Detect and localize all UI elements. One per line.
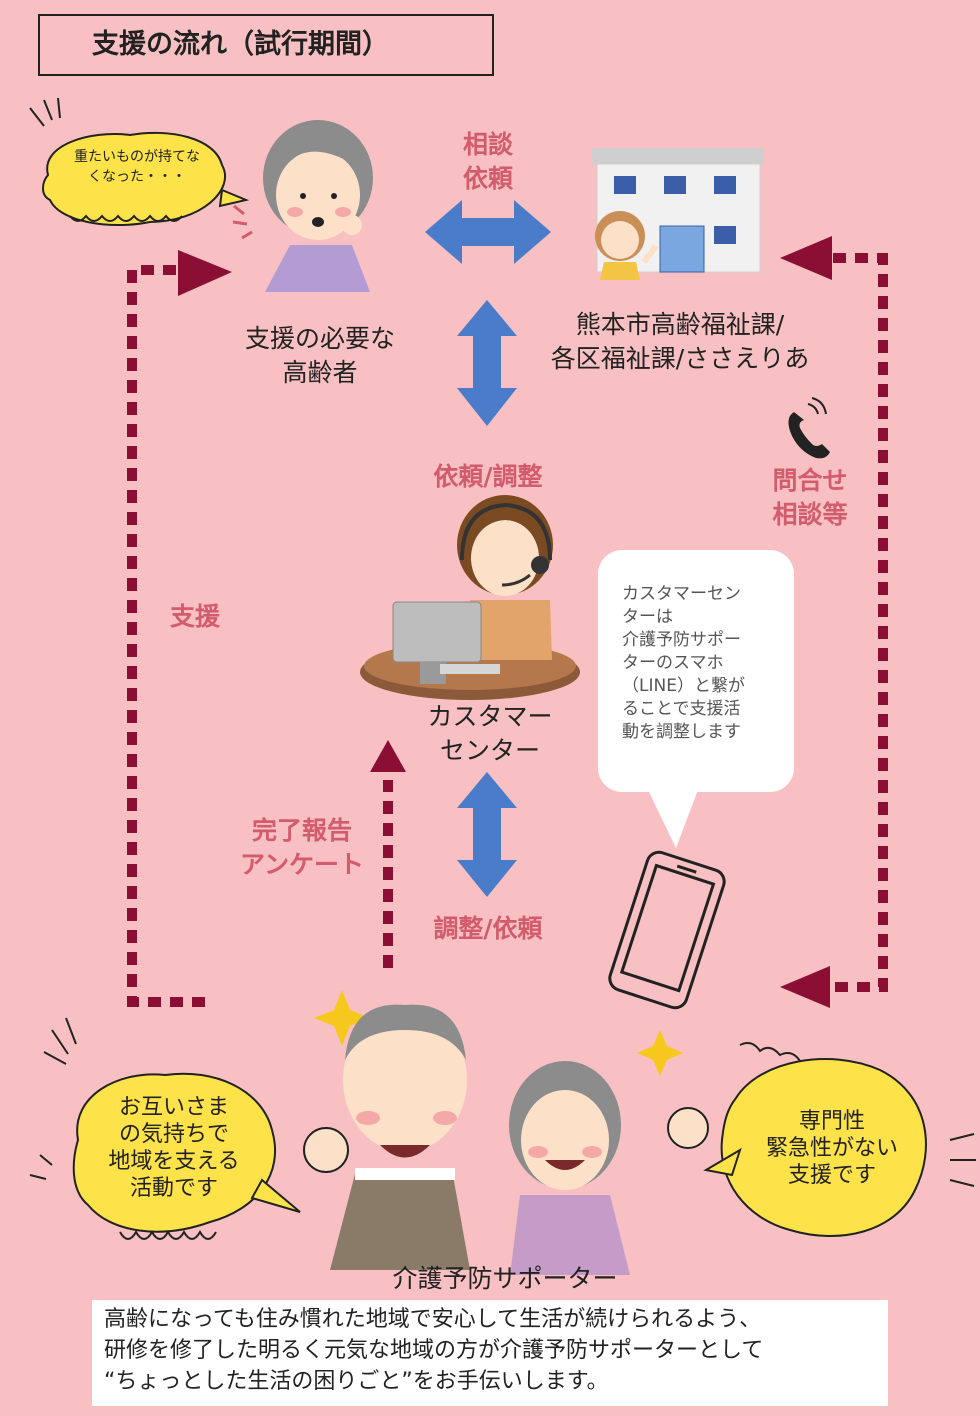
right-burst-line-1: 専門性 — [798, 1109, 865, 1134]
info-line-2: ターは — [622, 607, 673, 627]
smartphone-icon — [608, 850, 726, 1010]
right-burst-text: 専門性 緊急性がない 支援です — [752, 1108, 912, 1189]
description-line-2: 研修を修了した明るく元気な地域の方が介護予防サポーターとして — [104, 1338, 764, 1363]
label-support: 支援 — [169, 602, 220, 631]
label-office-line-2: 各区福祉課/ささえりあ — [550, 344, 810, 373]
office-building-illustration — [592, 148, 764, 280]
label-inquiry-line-1: 問合せ — [772, 466, 848, 495]
elder-woman-illustration — [232, 120, 373, 292]
label-report-line-1: 完了報告 — [251, 816, 352, 845]
elder-speech-line-1: 重たいものが持てな — [74, 149, 200, 165]
label-center-line-1: カスタマー — [427, 702, 553, 731]
description-line-1: 高齢になっても住み慣れた地域で安心して生活が続けられるよう、 — [104, 1307, 762, 1332]
label-inquiry: 問合せ 相談等 — [740, 464, 880, 532]
support-flow-arrow — [127, 250, 232, 1007]
right-yellow-burst — [703, 1042, 976, 1237]
info-line-3: 介護予防サポー — [622, 630, 741, 650]
info-line-4: ターのスマホ — [622, 653, 724, 673]
page-title: 支援の流れ（試行期間） — [38, 14, 494, 76]
description-box: 高齢になっても住み慣れた地域で安心して生活が続けられるよう、 研修を修了した明る… — [92, 1300, 888, 1406]
info-bubble-text: カスタマーセン ターは 介護予防サポー ターのスマホ （LINE）と繋が ること… — [622, 583, 792, 744]
label-consult-request: 相談 依頼 — [438, 128, 538, 196]
label-customer-center: カスタマー センター — [400, 700, 580, 768]
label-office: 熊本市高齢福祉課/ 各区福祉課/ささえりあ — [520, 308, 840, 376]
label-elder-line-2: 高齢者 — [282, 358, 358, 387]
label-elder: 支援の必要な 高齢者 — [200, 322, 440, 390]
left-burst-line-1: お互いさま — [118, 1095, 229, 1120]
phone-icon — [788, 397, 830, 459]
supporters-illustration — [29, 990, 709, 1275]
left-burst-line-3: 地域を支える — [108, 1149, 240, 1174]
label-request: 依頼 — [462, 164, 513, 193]
left-burst-line-4: 活動です — [129, 1176, 218, 1201]
left-yellow-burst — [43, 1017, 301, 1240]
info-line-5: （LINE）と繋が — [622, 676, 745, 696]
left-burst-text: お互いさま の気持ちで 地域を支える 活動です — [84, 1094, 264, 1202]
label-request-adjust: 依頼/調整 — [433, 462, 543, 491]
description-line-3: “ちょっとした生活の困りごと”をお手伝いします。 — [104, 1369, 609, 1394]
right-burst-line-3: 支援です — [787, 1163, 876, 1188]
elder-speech-text: 重たいものが持てな くなった・・・ — [52, 147, 222, 187]
label-center-line-2: センター — [439, 736, 540, 765]
label-elder-line-1: 支援の必要な — [244, 324, 395, 353]
elder-thought-cloud — [29, 97, 250, 227]
report-flow-arrow — [370, 740, 406, 968]
label-report-line-2: アンケート — [239, 850, 364, 879]
info-line-1: カスタマーセン — [622, 584, 741, 604]
label-consult: 相談 — [462, 130, 513, 159]
left-burst-line-2: の気持ちで — [118, 1122, 229, 1147]
operator-illustration — [360, 495, 580, 700]
label-adjust-request: 調整/依頼 — [433, 914, 543, 943]
right-burst-line-2: 緊急性がない — [765, 1136, 898, 1161]
label-report: 完了報告 アンケート — [222, 814, 382, 882]
elder-center-double-arrow — [457, 300, 517, 426]
label-inquiry-line-2: 相談等 — [772, 500, 848, 529]
consult-double-arrow — [425, 200, 551, 264]
label-office-line-1: 熊本市高齢福祉課/ — [575, 310, 785, 339]
center-supporter-double-arrow — [457, 772, 517, 897]
info-line-7: 動を調整します — [622, 722, 741, 742]
elder-speech-line-2: くなった・・・ — [88, 169, 186, 185]
inquiry-flow-arrow — [780, 236, 888, 1008]
info-line-6: ることで支援活 — [622, 699, 741, 719]
label-supporter: 介護予防サポーター — [392, 1264, 618, 1293]
info-speech-bubble — [598, 550, 794, 848]
